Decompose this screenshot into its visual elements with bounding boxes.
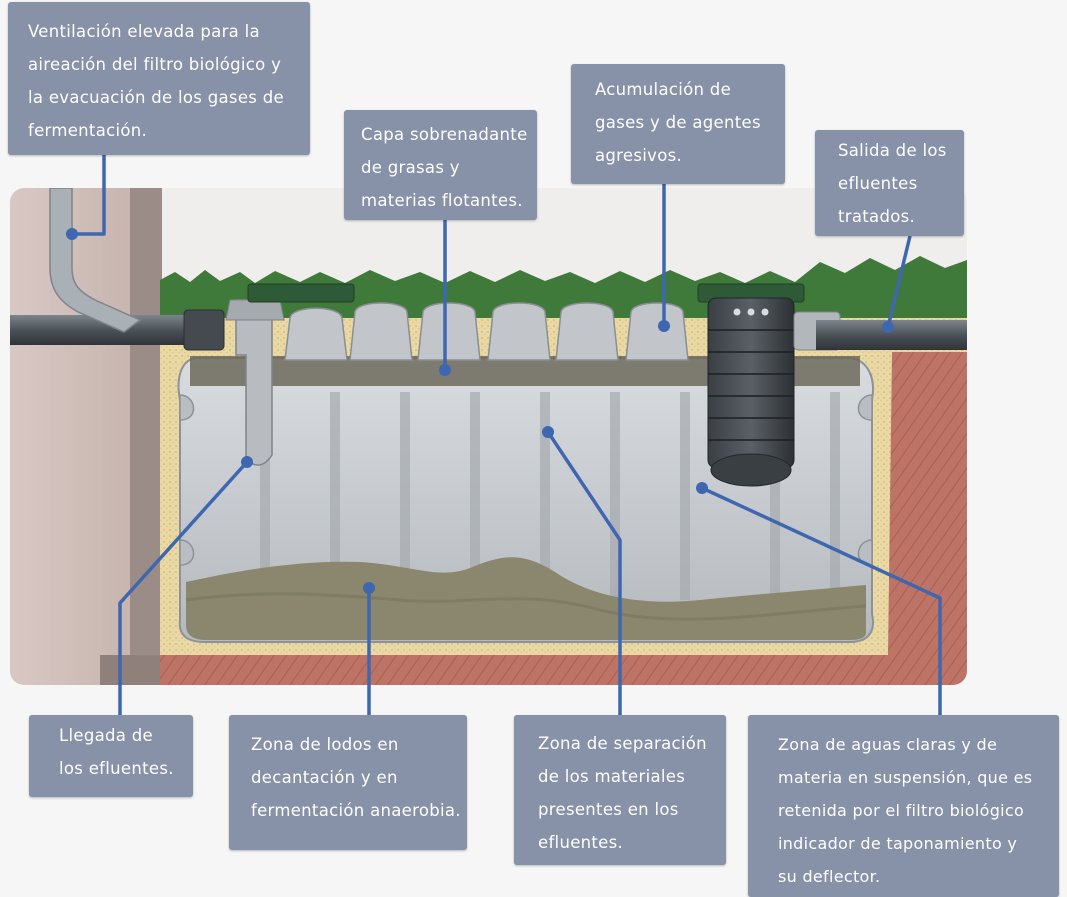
- tank-side-bumps: [179, 394, 873, 566]
- label-gas-accumulation: Acumulación de gases y de agentes agresi…: [571, 64, 785, 184]
- label-line: los efluentes.: [59, 759, 174, 778]
- label-inlet: Llegada de los efluentes.: [29, 715, 193, 797]
- vent-pipe: [49, 188, 142, 333]
- biological-filter: [707, 297, 795, 487]
- label-line: la evacuación de los gases de: [28, 88, 284, 107]
- label-line: Zona de aguas claras y de: [778, 735, 998, 754]
- label-clear-water-zone: Zona de aguas claras y de materia en sus…: [748, 715, 1059, 897]
- label-outlet: Salida de los efluentes tratados.: [815, 130, 964, 236]
- label-line: Capa sobrenadante: [361, 125, 528, 144]
- label-line: Acumulación de: [595, 80, 732, 99]
- ground-cross-section: [10, 188, 967, 685]
- leader-outlet: [886, 235, 912, 328]
- label-line: Zona de separación: [538, 734, 707, 753]
- leader-ventilation: [72, 154, 106, 236]
- label-line: su deflector.: [778, 867, 881, 886]
- label-line: indicador de taponamiento y: [778, 834, 1018, 853]
- tank-top-domes: [284, 302, 689, 361]
- label-separation-zone: Zona de separación de los materiales pre…: [514, 715, 726, 865]
- label-line: de grasas y: [361, 158, 460, 177]
- label-line: de los materiales: [538, 767, 686, 786]
- label-line: efluentes: [838, 174, 918, 193]
- label-line: fermentación.: [28, 121, 148, 140]
- label-ventilation: Ventilación elevada para la aireación de…: [8, 2, 310, 155]
- label-grease-layer: Capa sobrenadante de grasas y materias f…: [344, 110, 537, 220]
- outlet-pipe: [816, 320, 967, 350]
- label-line: Zona de lodos en: [251, 735, 399, 754]
- leader-clear-water: [701, 486, 942, 715]
- inlet-lid: [247, 283, 355, 303]
- leader-separation: [546, 431, 622, 715]
- label-line: Llegada de: [59, 726, 153, 745]
- label-line: retenida por el filtro biológico: [778, 801, 1025, 820]
- label-line: agresivos.: [595, 146, 683, 165]
- label-line: gases y de agentes: [595, 113, 761, 132]
- label-line: materia en suspensión, que es: [778, 768, 1033, 787]
- leader-dots: [66, 228, 894, 594]
- label-line: materias flotantes.: [361, 191, 523, 210]
- inlet-tee: [235, 299, 273, 466]
- label-line: presentes en los: [538, 800, 679, 819]
- leader-inlet: [118, 460, 249, 715]
- label-line: Salida de los: [838, 141, 947, 160]
- label-line: efluentes.: [538, 833, 624, 852]
- label-line: decantación y en: [251, 768, 398, 787]
- label-line: fermentación anaerobia.: [251, 801, 461, 820]
- label-sludge-zone: Zona de lodos en decantación y en fermen…: [229, 715, 467, 850]
- label-line: tratados.: [838, 207, 916, 226]
- leader-lines: [72, 154, 942, 715]
- label-line: aireación del filtro biológico y: [28, 55, 282, 74]
- label-line: Ventilación elevada para la: [28, 22, 260, 41]
